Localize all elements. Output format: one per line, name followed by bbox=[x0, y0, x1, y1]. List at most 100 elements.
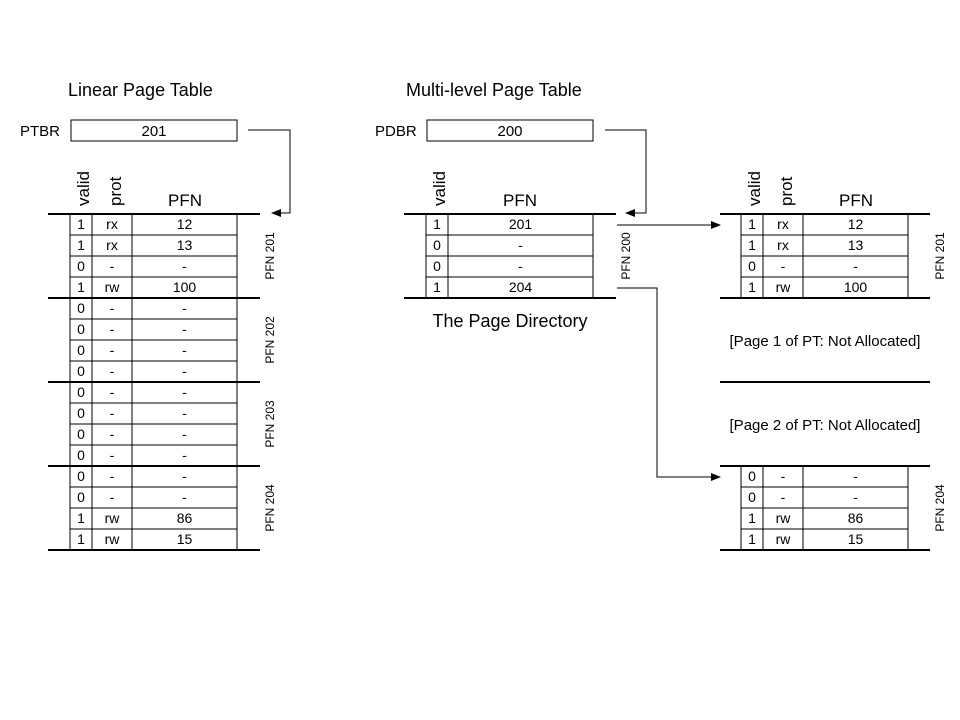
page201-pfn-label: PFN 201 bbox=[933, 232, 947, 280]
page201-cell: - bbox=[853, 258, 858, 274]
linear-cell: 1 bbox=[77, 531, 85, 547]
directory-cell: 201 bbox=[509, 216, 533, 232]
linear-cell: 0 bbox=[77, 384, 85, 400]
ptbr-arrow bbox=[248, 129, 291, 217]
linear-cell: 0 bbox=[77, 405, 85, 421]
linear-cell: 0 bbox=[77, 258, 85, 274]
page201-valid-header: valid bbox=[745, 171, 764, 206]
page201-cell: 13 bbox=[848, 237, 864, 253]
linear-cell: 1 bbox=[77, 237, 85, 253]
linear-cell: 0 bbox=[77, 321, 85, 337]
linear-cell: - bbox=[182, 405, 187, 421]
multilevel-title: Multi-level Page Table bbox=[406, 80, 582, 100]
linear-pfn-label: PFN 204 bbox=[263, 484, 277, 532]
linear-cell: 1 bbox=[77, 216, 85, 232]
page201-cell: 0 bbox=[748, 258, 756, 274]
page201-pfn-header: PFN bbox=[839, 191, 873, 210]
directory-cell: - bbox=[518, 237, 523, 253]
linear-cell: 12 bbox=[177, 216, 193, 232]
page204-cell: rw bbox=[776, 531, 792, 547]
linear-cell: - bbox=[110, 258, 115, 274]
page204-cell: - bbox=[853, 489, 858, 505]
linear-cell: 15 bbox=[177, 531, 193, 547]
linear-cell: 0 bbox=[77, 447, 85, 463]
linear-pfn-label: PFN 202 bbox=[263, 316, 277, 364]
linear-cell: - bbox=[110, 321, 115, 337]
linear-cell: - bbox=[182, 321, 187, 337]
linear-cell: rx bbox=[106, 216, 118, 232]
linear-cell: - bbox=[182, 426, 187, 442]
linear-cell: 1 bbox=[77, 279, 85, 295]
page201-cell: rw bbox=[776, 279, 792, 295]
linear-cell: 86 bbox=[177, 510, 193, 526]
linear-cell: - bbox=[110, 384, 115, 400]
linear-cell: 13 bbox=[177, 237, 193, 253]
page204-cell: 0 bbox=[748, 489, 756, 505]
linear-cell: - bbox=[182, 258, 187, 274]
page201-cell: rx bbox=[777, 237, 789, 253]
page204-cell: - bbox=[781, 489, 786, 505]
linear-cell: 0 bbox=[77, 489, 85, 505]
not-allocated-1: [Page 1 of PT: Not Allocated] bbox=[730, 333, 921, 350]
linear-cell: - bbox=[110, 405, 115, 421]
page201-cell: rx bbox=[777, 216, 789, 232]
directory-pfn-header: PFN bbox=[503, 191, 537, 210]
linear-cell: - bbox=[182, 342, 187, 358]
page204-cell: 0 bbox=[748, 468, 756, 484]
linear-cell: rw bbox=[105, 531, 121, 547]
linear-cell: 0 bbox=[77, 342, 85, 358]
directory-caption: The Page Directory bbox=[432, 311, 587, 331]
linear-cell: rw bbox=[105, 279, 121, 295]
linear-title: Linear Page Table bbox=[68, 80, 213, 100]
directory-valid-header: valid bbox=[430, 171, 449, 206]
linear-cell: - bbox=[110, 300, 115, 316]
page201-cell: - bbox=[781, 258, 786, 274]
linear-cell: 0 bbox=[77, 363, 85, 379]
linear-cell: - bbox=[182, 489, 187, 505]
linear-cell: - bbox=[110, 468, 115, 484]
linear-cell: - bbox=[182, 468, 187, 484]
page201-cell: 1 bbox=[748, 237, 756, 253]
page204-cell: 1 bbox=[748, 510, 756, 526]
pdbr-value: 200 bbox=[497, 123, 522, 140]
page201-cell: 12 bbox=[848, 216, 864, 232]
directory-pfn-label: PFN 200 bbox=[619, 232, 633, 280]
linear-pfn-label: PFN 201 bbox=[263, 232, 277, 280]
not-allocated-2: [Page 2 of PT: Not Allocated] bbox=[730, 417, 921, 434]
page204-cell: - bbox=[781, 468, 786, 484]
linear-cell: - bbox=[182, 363, 187, 379]
linear-valid-header: valid bbox=[74, 171, 93, 206]
directory-cell: 0 bbox=[433, 258, 441, 274]
ptbr-label: PTBR bbox=[20, 123, 60, 140]
pdbr-box bbox=[426, 119, 594, 142]
page204-cell: rw bbox=[776, 510, 792, 526]
page201-cell: 1 bbox=[748, 279, 756, 295]
linear-cell: 0 bbox=[77, 426, 85, 442]
linear-cell: 1 bbox=[77, 510, 85, 526]
linear-cell: - bbox=[110, 489, 115, 505]
linear-cell: - bbox=[182, 300, 187, 316]
linear-cell: 0 bbox=[77, 468, 85, 484]
linear-cell: rx bbox=[106, 237, 118, 253]
ptbr-box bbox=[70, 119, 238, 142]
linear-cell: - bbox=[110, 342, 115, 358]
page201-cell: 1 bbox=[748, 216, 756, 232]
page204-cell: - bbox=[853, 468, 858, 484]
pdbr-arrow bbox=[605, 129, 647, 217]
directory-cell: 1 bbox=[433, 216, 441, 232]
page204-cell: 86 bbox=[848, 510, 864, 526]
linear-cell: 100 bbox=[173, 279, 197, 295]
directory-cell: 204 bbox=[509, 279, 533, 295]
directory-cell: 1 bbox=[433, 279, 441, 295]
linear-cell: - bbox=[110, 426, 115, 442]
linear-cell: 0 bbox=[77, 300, 85, 316]
linear-cell: - bbox=[182, 384, 187, 400]
page201-prot-header: prot bbox=[777, 176, 796, 206]
linear-prot-header: prot bbox=[106, 176, 125, 206]
linear-pfn-label: PFN 203 bbox=[263, 400, 277, 448]
page204-pfn-label: PFN 204 bbox=[933, 484, 947, 532]
ptbr-value: 201 bbox=[141, 123, 166, 140]
